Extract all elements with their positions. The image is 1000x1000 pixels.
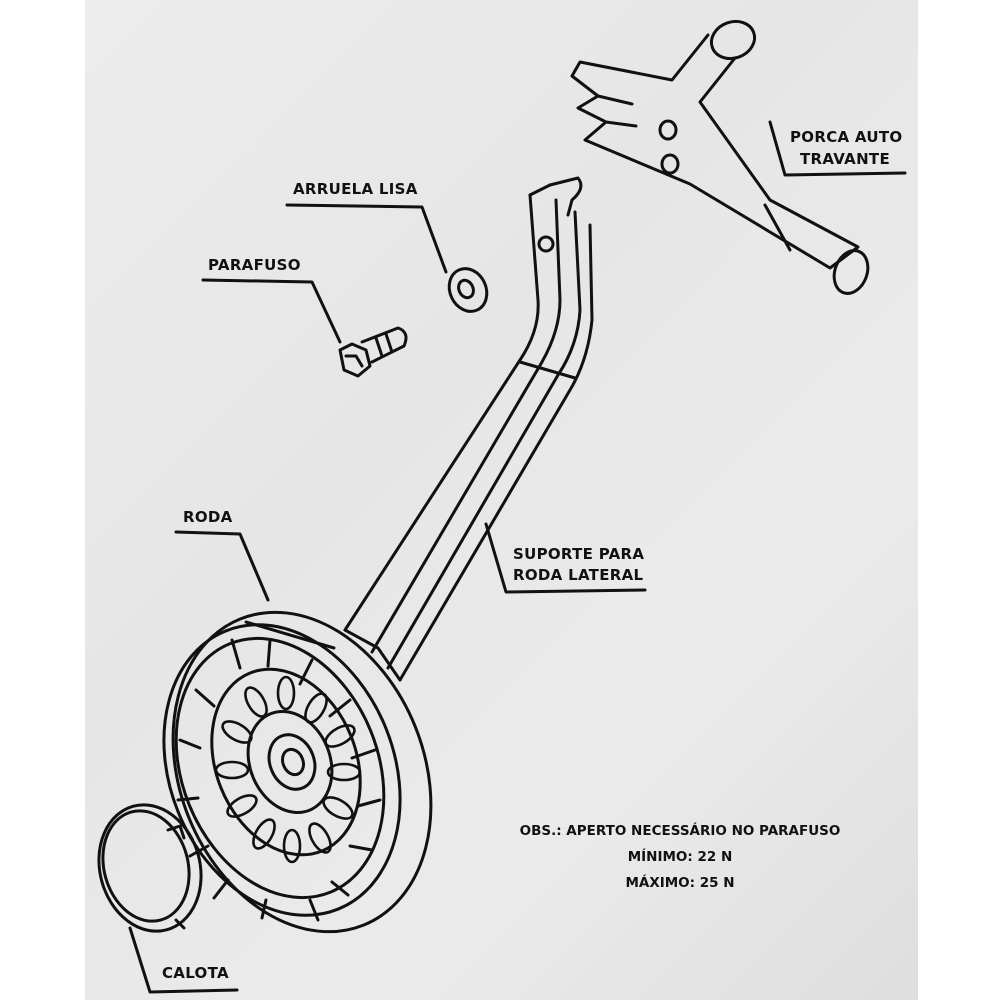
wheel bbox=[162, 610, 433, 934]
flat-washer bbox=[447, 267, 489, 313]
label-calota: CALOTA bbox=[162, 964, 229, 982]
porca-leader-line bbox=[768, 120, 907, 177]
roda-leader-line bbox=[174, 530, 270, 602]
label-arruela: ARRUELA LISA bbox=[293, 180, 418, 198]
parafuso-leader-line bbox=[201, 278, 342, 344]
note-line-2: MÍNIMO: 22 N bbox=[627, 849, 733, 865]
suporte-leader-line bbox=[484, 522, 647, 594]
label-suporte-line1: SUPORTE PARA bbox=[513, 545, 645, 563]
arruela-leader-line bbox=[285, 203, 448, 274]
paper-sheet bbox=[85, 0, 918, 1000]
lock-nut-bracket bbox=[570, 19, 870, 295]
note-line-3: MÁXIMO: 25 N bbox=[625, 875, 735, 891]
hub-cap bbox=[97, 803, 203, 933]
label-suporte-line2: RODA LATERAL bbox=[513, 566, 644, 584]
label-porca-line2: TRAVANTE bbox=[800, 150, 891, 168]
label-roda: RODA bbox=[183, 508, 233, 526]
torque-note: OBS.: APERTO NECESSÁRIO NO PARAFUSO MÍNI… bbox=[515, 818, 845, 896]
calota-leader-line bbox=[128, 926, 239, 994]
bolt bbox=[338, 326, 408, 378]
label-parafuso: PARAFUSO bbox=[208, 256, 301, 274]
label-porca-line1: PORCA AUTO bbox=[790, 128, 903, 146]
note-line-1: OBS.: APERTO NECESSÁRIO NO PARAFUSO bbox=[519, 823, 841, 839]
support-arm bbox=[343, 176, 594, 682]
